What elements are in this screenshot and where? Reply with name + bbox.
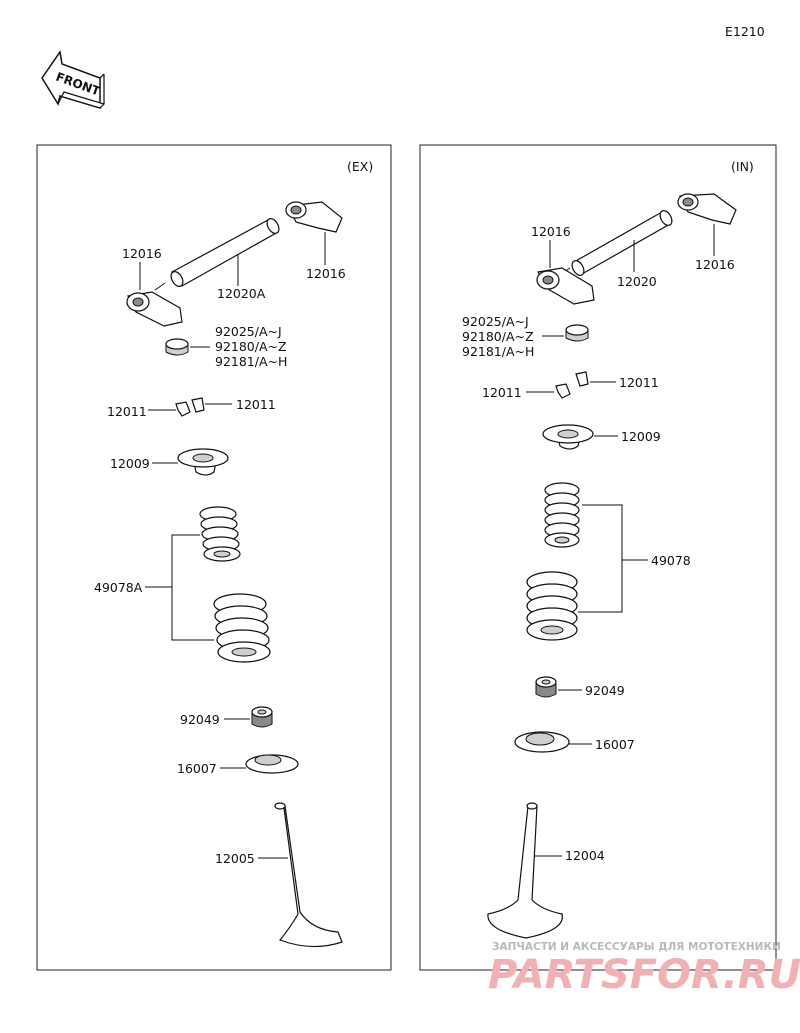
ex-seat-label: 16007 bbox=[177, 761, 217, 776]
in-keeper-left bbox=[555, 383, 571, 399]
panel-in-frame bbox=[419, 144, 777, 971]
in-spring-retainer bbox=[542, 424, 594, 450]
in-keeper-left-label: 12011 bbox=[482, 385, 522, 400]
in-rocker-arm-right bbox=[677, 193, 737, 225]
in-rocker-right-label: 12016 bbox=[695, 257, 735, 272]
ex-keeper-right-label: 12011 bbox=[236, 397, 276, 412]
in-shaft-label: 12020 bbox=[617, 274, 657, 289]
diagram-code: E1210 bbox=[725, 24, 765, 39]
ex-shim-label-1: 92025/A~J bbox=[215, 324, 282, 339]
ex-rocker-right-label: 12016 bbox=[306, 266, 346, 281]
in-rocker-arm-left bbox=[536, 267, 595, 305]
in-valve-stem-seal bbox=[535, 676, 557, 698]
ex-shaft-label: 12020A bbox=[217, 286, 266, 301]
ex-shim-label-2: 92180/A~Z bbox=[215, 339, 287, 354]
in-spring-seat bbox=[514, 731, 570, 753]
ex-valve-stem-seal bbox=[251, 706, 273, 728]
watermark-logo: PARTSFOR.RU bbox=[488, 952, 800, 998]
in-shim-label-1: 92025/A~J bbox=[462, 314, 529, 329]
in-inner-spring bbox=[544, 482, 580, 548]
ex-inner-spring bbox=[199, 506, 241, 562]
ex-valve bbox=[274, 802, 343, 948]
in-valve bbox=[487, 802, 563, 939]
ex-shim-label-3: 92181/A~H bbox=[215, 354, 287, 369]
in-rocker-left-label: 12016 bbox=[531, 224, 571, 239]
ex-seal-label: 92049 bbox=[180, 712, 220, 727]
in-shim-label-3: 92181/A~H bbox=[462, 344, 534, 359]
ex-keeper-left bbox=[175, 401, 191, 417]
in-spring-label: 49078 bbox=[651, 553, 691, 568]
in-shim-label-2: 92180/A~Z bbox=[462, 329, 534, 344]
ex-rocker-shaft bbox=[170, 218, 280, 287]
in-valve-label: 12004 bbox=[565, 848, 605, 863]
panel-ex: (EX) 12020A 12016 12016 bbox=[36, 144, 392, 971]
in-shim bbox=[565, 324, 589, 342]
ex-rocker-left-label: 12016 bbox=[122, 246, 162, 261]
watermark-tagline: ЗАПЧАСТИ И АКСЕССУАРЫ ДЛЯ МОТОТЕХНИКИ bbox=[492, 941, 781, 953]
ex-retainer-label: 12009 bbox=[110, 456, 150, 471]
in-keeper-right-label: 12011 bbox=[619, 375, 659, 390]
in-rocker-shaft bbox=[571, 210, 673, 276]
ex-valve-label: 12005 bbox=[215, 851, 255, 866]
in-keeper-right bbox=[575, 371, 589, 387]
ex-rocker-arm-right bbox=[285, 201, 343, 233]
panel-in-title: (IN) bbox=[731, 159, 754, 174]
ex-keeper-left-label: 12011 bbox=[107, 404, 147, 419]
front-arrow-icon: FRONT bbox=[41, 50, 106, 110]
ex-outer-spring bbox=[213, 593, 271, 663]
in-seat-label: 16007 bbox=[595, 737, 635, 752]
ex-keeper-right bbox=[191, 397, 205, 413]
in-retainer-label: 12009 bbox=[621, 429, 661, 444]
ex-spring-seat bbox=[245, 754, 299, 774]
panel-in: (IN) 12020 12016 12016 bbox=[419, 144, 777, 971]
in-seal-label: 92049 bbox=[585, 683, 625, 698]
in-outer-spring bbox=[526, 571, 578, 641]
ex-spring-retainer bbox=[177, 448, 229, 476]
panel-ex-title: (EX) bbox=[347, 159, 373, 174]
ex-rocker-arm-left bbox=[126, 291, 183, 327]
ex-shim bbox=[165, 338, 189, 356]
panel-ex-frame bbox=[36, 144, 392, 971]
ex-spring-label: 49078A bbox=[94, 580, 143, 595]
